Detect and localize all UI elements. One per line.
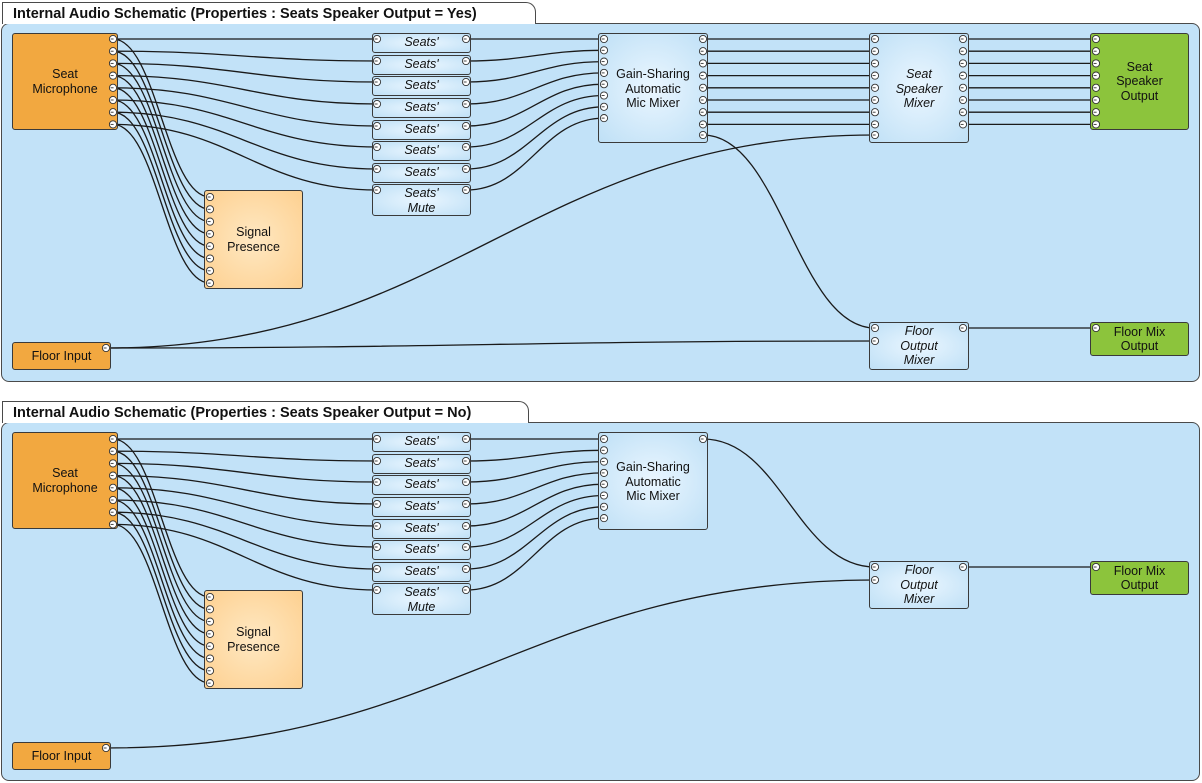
signal-wire — [112, 74, 378, 105]
seat-microphone-block[interactable]: Seat Microphone — [12, 33, 118, 130]
floor-output-mixer-block[interactable]: Floor Output Mixer — [869, 322, 969, 370]
signal-wire — [465, 83, 605, 127]
signal-wire — [112, 487, 378, 527]
seats-mute-block[interactable]: Seats' Mute — [372, 120, 471, 140]
schematic-title: Internal Audio Schematic (Properties : S… — [2, 2, 536, 24]
floor-mix-output-block[interactable]: Floor Mix Output — [1090, 561, 1189, 595]
signal-wire — [112, 38, 211, 198]
signal-wire — [465, 94, 605, 148]
signal-wire — [112, 111, 378, 170]
signal-wire — [112, 462, 378, 483]
signal-wire — [465, 494, 605, 548]
seats-mute-block[interactable]: Seats' Mute — [372, 55, 471, 75]
seats-mute-block[interactable]: Seats' Mute — [372, 454, 471, 474]
signal-wire — [112, 99, 211, 260]
signal-wire — [112, 87, 211, 247]
schematic-title: Internal Audio Schematic (Properties : S… — [2, 401, 529, 423]
signal-presence-block[interactable]: Signal Presence — [204, 190, 303, 289]
seat-speaker-output-block[interactable]: Seat Speaker Output — [1090, 33, 1189, 130]
signal-wire — [112, 87, 378, 127]
signal-wire — [112, 462, 211, 623]
seats-mute-block[interactable]: Seats' Mute — [372, 184, 471, 216]
signal-wire — [112, 123, 211, 284]
signal-wire — [112, 123, 378, 191]
signal-wire — [465, 472, 605, 505]
signal-wire — [465, 449, 605, 462]
signal-wire — [465, 106, 605, 170]
signal-wire — [465, 49, 605, 62]
signal-wire — [465, 483, 605, 527]
floor-mix-output-block[interactable]: Floor Mix Output — [1090, 322, 1189, 356]
mic-mixer-block[interactable]: Gain-Sharing Automatic Mic Mixer — [598, 33, 708, 143]
signal-presence-block[interactable]: Signal Presence — [204, 590, 303, 689]
signal-wire — [465, 506, 605, 570]
signal-wire — [465, 60, 605, 83]
seats-mute-block[interactable]: Seats' Mute — [372, 163, 471, 183]
signal-wire — [112, 474, 211, 635]
signal-wire — [112, 487, 211, 647]
signal-wire — [112, 438, 211, 598]
signal-wire — [112, 523, 378, 591]
seats-mute-block[interactable]: Seats' Mute — [372, 141, 471, 161]
seats-mute-block[interactable]: Seats' Mute — [372, 98, 471, 118]
signal-wire — [112, 523, 211, 684]
seats-mute-block[interactable]: Seats' Mute — [372, 540, 471, 560]
signal-wire — [112, 111, 211, 272]
signal-wire — [105, 340, 876, 349]
seats-mute-block[interactable]: Seats' Mute — [372, 33, 471, 53]
seats-mute-block[interactable]: Seats' Mute — [372, 497, 471, 517]
seat-speaker-mixer-block[interactable]: Seat Speaker Mixer — [869, 33, 969, 143]
floor-output-mixer-block[interactable]: Floor Output Mixer — [869, 561, 969, 609]
signal-wire — [112, 450, 211, 610]
signal-wire — [105, 579, 876, 749]
signal-wire — [465, 517, 605, 591]
signal-wire — [112, 50, 378, 62]
signal-wire — [112, 499, 211, 660]
signal-wire — [465, 460, 605, 483]
signal-wire — [112, 499, 378, 548]
signal-wire — [112, 474, 378, 505]
signal-wire — [702, 438, 876, 568]
signal-wire — [112, 50, 211, 210]
seats-mute-block[interactable]: Seats' Mute — [372, 519, 471, 539]
seats-mute-block[interactable]: Seats' Mute — [372, 475, 471, 495]
floor-input-block[interactable]: Floor Input — [12, 742, 111, 770]
signal-wire — [112, 511, 378, 570]
seats-mute-block[interactable]: Seats' Mute — [372, 583, 471, 615]
seats-mute-block[interactable]: Seats' Mute — [372, 562, 471, 582]
floor-input-block[interactable]: Floor Input — [12, 342, 111, 370]
signal-wire — [112, 62, 211, 223]
seats-mute-block[interactable]: Seats' Mute — [372, 432, 471, 452]
seats-mute-block[interactable]: Seats' Mute — [372, 76, 471, 96]
signal-wire — [702, 134, 876, 329]
signal-wire — [112, 511, 211, 672]
signal-wire — [105, 134, 876, 349]
signal-wire — [112, 62, 378, 83]
signal-wire — [112, 99, 378, 148]
signal-wire — [465, 117, 605, 191]
signal-wire — [112, 74, 211, 235]
mic-mixer-block[interactable]: Gain-Sharing Automatic Mic Mixer — [598, 432, 708, 530]
signal-wire — [465, 72, 605, 105]
signal-wire — [112, 450, 378, 462]
seat-microphone-block[interactable]: Seat Microphone — [12, 432, 118, 529]
